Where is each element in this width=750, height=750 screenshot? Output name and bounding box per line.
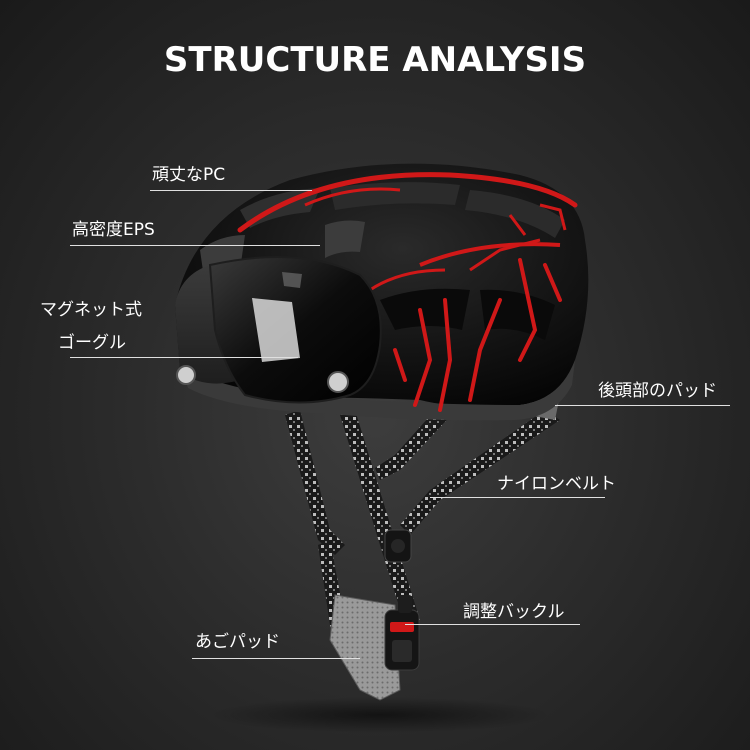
leader-eps	[70, 245, 320, 246]
leader-rear-pad	[555, 405, 730, 406]
leader-nylon-belt	[430, 497, 605, 498]
leader-shell	[150, 190, 312, 191]
callout-buckle: 調整バックル	[463, 602, 565, 622]
leader-buckle	[405, 624, 580, 625]
callout-chin-pad: あごパッド	[195, 632, 280, 652]
callout-shell: 頑丈なPC	[152, 165, 226, 185]
goggle-visor	[208, 256, 382, 404]
left-magnet-button	[176, 365, 196, 385]
right-magnet-button	[327, 371, 349, 393]
page-title: STRUCTURE ANALYSIS	[163, 40, 587, 80]
chin-pad	[329, 594, 401, 701]
callout-eps: 高密度EPS	[72, 220, 155, 240]
leader-goggle	[70, 357, 298, 358]
leader-chin-pad	[192, 658, 360, 659]
callout-nylon-belt: ナイロンベルト	[497, 474, 616, 494]
callout-rear-pad: 後頭部のパッド	[598, 381, 717, 401]
callout-goggle-line1: マグネット式	[40, 300, 142, 320]
floor-shadow	[210, 697, 550, 733]
buckle	[384, 529, 420, 671]
callout-goggle-line2: ゴーグル	[58, 333, 126, 353]
